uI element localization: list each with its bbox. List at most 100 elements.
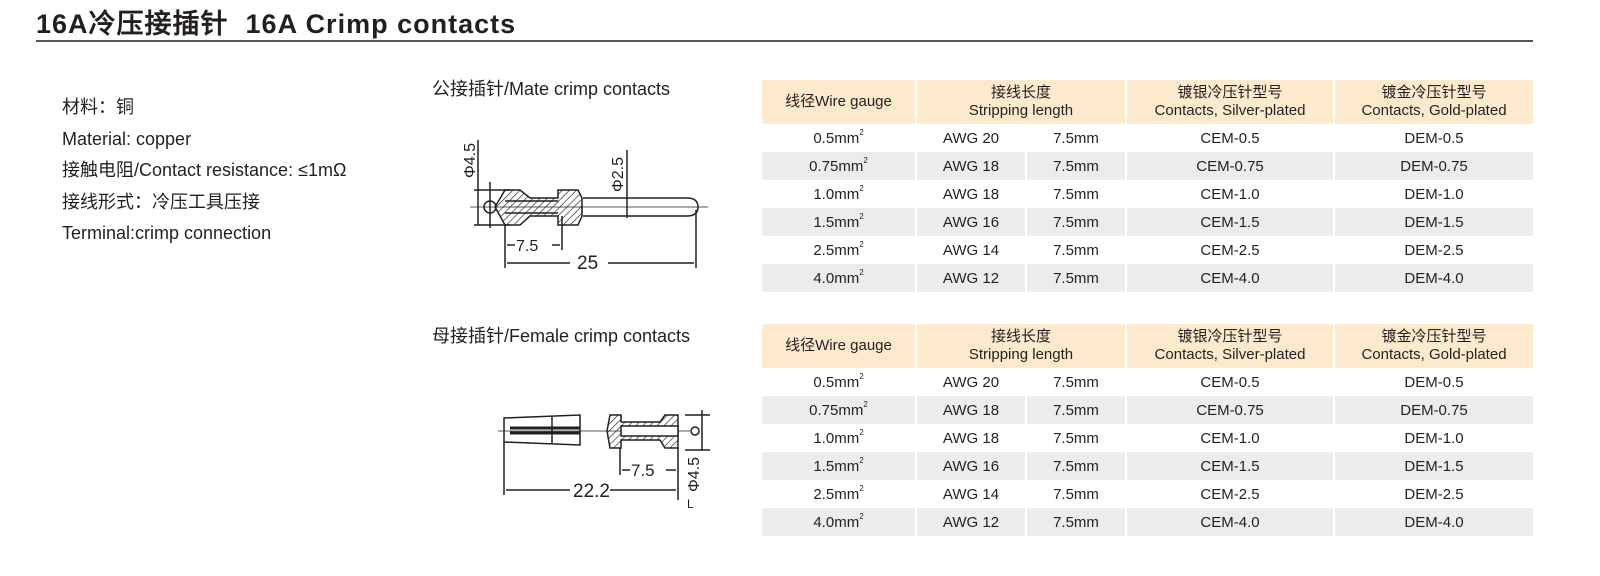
mate-contact-drawing: 7.5 25 Φ4.5 Φ2.5 — [462, 140, 708, 274]
silver-part-cell: CEM-1.5 — [1125, 208, 1334, 236]
spec-terminal-cn: 接线形式：冷压工具压接 — [62, 191, 260, 212]
gold-part-cell: DEM-1.5 — [1333, 452, 1533, 480]
page-title: 16A冷压接插针 16A Crimp contacts — [36, 9, 517, 39]
wire-gauge-cell: 1.5mm2 — [762, 208, 916, 236]
table-header-cell: 线径Wire gauge — [762, 324, 916, 368]
awg-cell: AWG 20 — [915, 368, 1026, 396]
female-section-title: 母接插针/Female crimp contacts — [432, 326, 691, 346]
table-row: 4.0mm2 AWG 12 7.5mm CEM-4.0 DEM-4.0 — [762, 264, 1533, 292]
wire-gauge-cell: 0.75mm2 — [762, 396, 916, 424]
wire-gauge-cell: 0.5mm2 — [813, 127, 864, 147]
header-text: Stripping length — [968, 102, 1074, 119]
gold-part-cell: DEM-0.75 — [1333, 396, 1533, 424]
table-row: 2.5mm2 AWG 14 7.5mm CEM-2.5 DEM-2.5 — [762, 480, 1533, 508]
gold-part-cell: DEM-0.5 — [1333, 124, 1533, 152]
mate-strip-dim: 7.5 — [516, 238, 538, 255]
gold-part-cell: DEM-2.5 — [1333, 480, 1533, 508]
silver-part-cell: CEM-0.5 — [1125, 368, 1334, 396]
table-row: 0.5mm2 AWG 20 7.5mm CEM-0.5 DEM-0.5 — [762, 368, 1533, 396]
mate-section-title: 公接插针/Mate crimp contacts — [432, 79, 671, 99]
female-length-dim: 22.2 — [573, 481, 610, 502]
table-header-cell: 线径Wire gauge — [762, 80, 916, 124]
spec-resistance: 接触电阻/Contact resistance: ≤1mΩ — [62, 160, 347, 180]
strip-length-cell: 7.5mm — [1025, 424, 1126, 452]
header-text: 接线长度 — [990, 328, 1051, 345]
awg-cell: AWG 12 — [915, 264, 1026, 292]
wire-gauge-cell: 1.0mm2 — [813, 427, 864, 447]
female-d1-dim: Φ4.5 — [686, 457, 703, 492]
gold-part-cell: DEM-0.5 — [1333, 368, 1533, 396]
header-text: 镀金冷压针型号 — [1381, 84, 1487, 101]
silver-part-cell: CEM-4.0 — [1125, 508, 1334, 536]
header-text: 镀银冷压针型号 — [1177, 84, 1283, 101]
awg-cell: AWG 12 — [915, 508, 1026, 536]
table-row: 0.75mm2 AWG 18 7.5mm CEM-0.75 DEM-0.75 — [762, 396, 1533, 424]
mate-d1-dim: Φ4.5 — [462, 143, 479, 178]
mate-length-dim: 25 — [577, 253, 598, 274]
strip-length-cell: 7.5mm — [1025, 396, 1126, 424]
wire-gauge-cell: 2.5mm2 — [813, 239, 864, 259]
silver-part-cell: CEM-1.0 — [1125, 424, 1334, 452]
wire-gauge-cell: 4.0mm2 — [762, 508, 916, 536]
table-row: 0.75mm2 AWG 18 7.5mm CEM-0.75 DEM-0.75 — [762, 152, 1533, 180]
female-contact-drawing: 7.5 22.2 Φ4.5 L — [498, 410, 710, 510]
silver-part-cell: CEM-1.5 — [1125, 452, 1334, 480]
wire-gauge-cell: 0.75mm2 — [762, 152, 916, 180]
strip-length-cell: 7.5mm — [1025, 480, 1126, 508]
gold-part-cell: DEM-1.0 — [1333, 424, 1533, 452]
awg-cell: AWG 14 — [915, 480, 1026, 508]
header-text: Contacts, Silver-plated — [1154, 102, 1306, 119]
strip-length-cell: 7.5mm — [1025, 452, 1126, 480]
header-text: Contacts, Gold-plated — [1361, 102, 1507, 119]
table-row: 4.0mm2 AWG 12 7.5mm CEM-4.0 DEM-4.0 — [762, 508, 1533, 536]
header-text: 镀银冷压针型号 — [1177, 328, 1283, 345]
awg-cell: AWG 14 — [915, 236, 1026, 264]
awg-cell: AWG 18 — [915, 396, 1026, 424]
table-row: 1.0mm2 AWG 18 7.5mm CEM-1.0 DEM-1.0 — [762, 424, 1533, 452]
wire-gauge-cell: 2.5mm2 — [813, 483, 864, 503]
silver-part-cell: CEM-2.5 — [1125, 480, 1334, 508]
wire-gauge-cell: 0.5mm2 — [813, 371, 864, 391]
header-text: Contacts, Silver-plated — [1154, 346, 1306, 363]
table-row: 1.5mm2 AWG 16 7.5mm CEM-1.5 DEM-1.5 — [762, 208, 1533, 236]
awg-cell: AWG 16 — [915, 452, 1026, 480]
silver-part-cell: CEM-0.75 — [1125, 152, 1334, 180]
strip-length-cell: 7.5mm — [1025, 236, 1126, 264]
gold-part-cell: DEM-2.5 — [1333, 236, 1533, 264]
header-text: 镀金冷压针型号 — [1381, 328, 1487, 345]
header-text: Stripping length — [968, 346, 1074, 363]
gold-part-cell: DEM-4.0 — [1333, 264, 1533, 292]
table-row: 0.5mm2 AWG 20 7.5mm CEM-0.5 DEM-0.5 — [762, 124, 1533, 152]
strip-length-cell: 7.5mm — [1025, 508, 1126, 536]
header-text: Contacts, Gold-plated — [1361, 346, 1507, 363]
female-l-mark: L — [687, 497, 694, 510]
spec-list: 材料：铜 Material: copper 接触电阻/Contact resis… — [62, 92, 346, 250]
awg-cell: AWG 16 — [915, 208, 1026, 236]
wire-gauge-cell: 4.0mm2 — [762, 264, 916, 292]
gold-part-cell: DEM-0.75 — [1333, 152, 1533, 180]
awg-cell: AWG 18 — [915, 424, 1026, 452]
strip-length-cell: 7.5mm — [1025, 152, 1126, 180]
wire-gauge-cell: 1.0mm2 — [813, 183, 864, 203]
gold-part-cell: DEM-4.0 — [1333, 508, 1533, 536]
strip-length-cell: 7.5mm — [1025, 368, 1126, 396]
wire-gauge-cell: 1.5mm2 — [762, 452, 916, 480]
table-row: 1.0mm2 AWG 18 7.5mm CEM-1.0 DEM-1.0 — [762, 180, 1533, 208]
table-row: 1.5mm2 AWG 16 7.5mm CEM-1.5 DEM-1.5 — [762, 452, 1533, 480]
female-strip-dim: 7.5 — [631, 461, 655, 480]
header-text: 线径Wire gauge — [785, 93, 892, 110]
strip-length-cell: 7.5mm — [1025, 208, 1126, 236]
gold-part-cell: DEM-1.5 — [1333, 208, 1533, 236]
strip-length-cell: 7.5mm — [1025, 124, 1126, 152]
silver-part-cell: CEM-0.75 — [1125, 396, 1334, 424]
silver-part-cell: CEM-4.0 — [1125, 264, 1334, 292]
strip-length-cell: 7.5mm — [1025, 180, 1126, 208]
silver-part-cell: CEM-0.5 — [1125, 124, 1334, 152]
strip-length-cell: 7.5mm — [1025, 264, 1126, 292]
